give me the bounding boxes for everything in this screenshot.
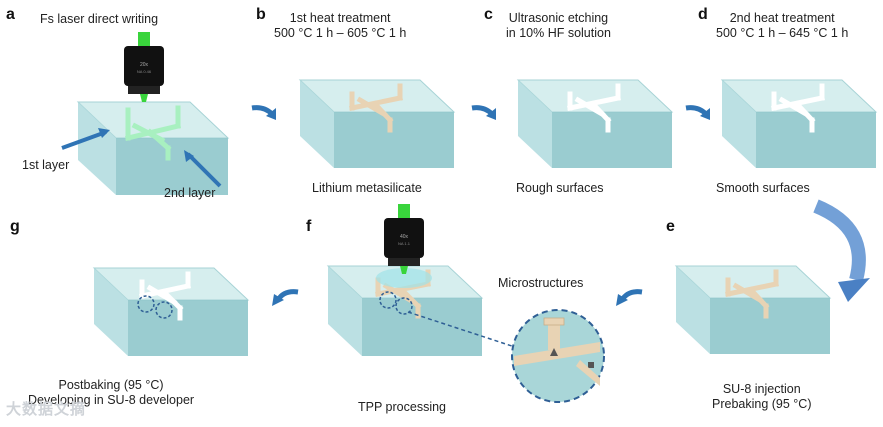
glass-block-c	[518, 80, 672, 168]
caption-c: Ultrasonic etching in 10% HF solution	[506, 11, 611, 41]
caption-b: 1st heat treatment 500 °C 1 h – 605 °C 1…	[274, 11, 406, 41]
glass-block-d	[722, 80, 876, 168]
objective-lens-a: 20x NA 0.46	[124, 32, 164, 102]
panel-label-c: c	[484, 6, 493, 24]
magnified-microstructure	[512, 310, 604, 402]
process-arrow-ab	[250, 104, 280, 124]
caption-c-bottom: Rough surfaces	[516, 181, 604, 196]
caption-e: SU-8 injection Prebaking (95 °C)	[712, 382, 812, 412]
caption-c-line1: Ultrasonic etching	[506, 11, 611, 26]
glass-block-e	[676, 266, 830, 354]
label-2nd-layer: 2nd layer	[164, 186, 215, 201]
caption-g-line1: Postbaking (95 °C)	[28, 378, 194, 393]
glass-block-a	[78, 102, 228, 195]
objective-mag-a: 20x	[140, 62, 149, 68]
panel-c-diagram	[508, 60, 678, 180]
caption-d-line2: 500 °C 1 h – 645 °C 1 h	[716, 26, 848, 41]
caption-d-bottom: Smooth surfaces	[716, 181, 810, 196]
caption-d: 2nd heat treatment 500 °C 1 h – 645 °C 1…	[716, 11, 848, 41]
process-arrow-cd	[684, 104, 714, 124]
label-1st-layer: 1st layer	[22, 158, 69, 173]
panel-g-diagram	[84, 248, 264, 368]
panel-label-g: g	[10, 218, 20, 236]
caption-f-bottom: TPP processing	[358, 400, 446, 415]
objective-lens-f: 40x NA 1.1	[384, 204, 424, 274]
panel-e-diagram	[666, 246, 836, 366]
panel-label-a: a	[6, 6, 15, 24]
objective-na-a: NA 0.46	[137, 69, 152, 74]
caption-b-bottom: Lithium metasilicate	[312, 181, 422, 196]
caption-c-line2: in 10% HF solution	[506, 26, 611, 41]
watermark: 大数据文摘	[6, 398, 86, 419]
panel-f-diagram: 40x NA 1.1	[300, 196, 600, 396]
process-arrow-ef	[614, 288, 644, 310]
caption-b-line1: 1st heat treatment	[274, 11, 406, 26]
panel-label-d: d	[698, 6, 708, 24]
caption-a: Fs laser direct writing	[40, 12, 158, 27]
process-arrow-fg	[270, 288, 300, 310]
objective-mag-f: 40x	[400, 234, 409, 240]
caption-e-line1: SU-8 injection	[712, 382, 812, 397]
caption-e-line2: Prebaking (95 °C)	[712, 397, 812, 412]
panel-d-diagram	[712, 60, 882, 180]
panel-label-e: e	[666, 218, 675, 236]
caption-d-line1: 2nd heat treatment	[716, 11, 848, 26]
label-microstructures: Microstructures	[498, 276, 583, 291]
panel-label-b: b	[256, 6, 266, 24]
objective-na-f: NA 1.1	[398, 241, 411, 246]
caption-b-line2: 500 °C 1 h – 605 °C 1 h	[274, 26, 406, 41]
process-arrow-bc	[470, 104, 500, 124]
panel-b-diagram	[290, 60, 460, 180]
glass-block-b	[300, 80, 454, 168]
